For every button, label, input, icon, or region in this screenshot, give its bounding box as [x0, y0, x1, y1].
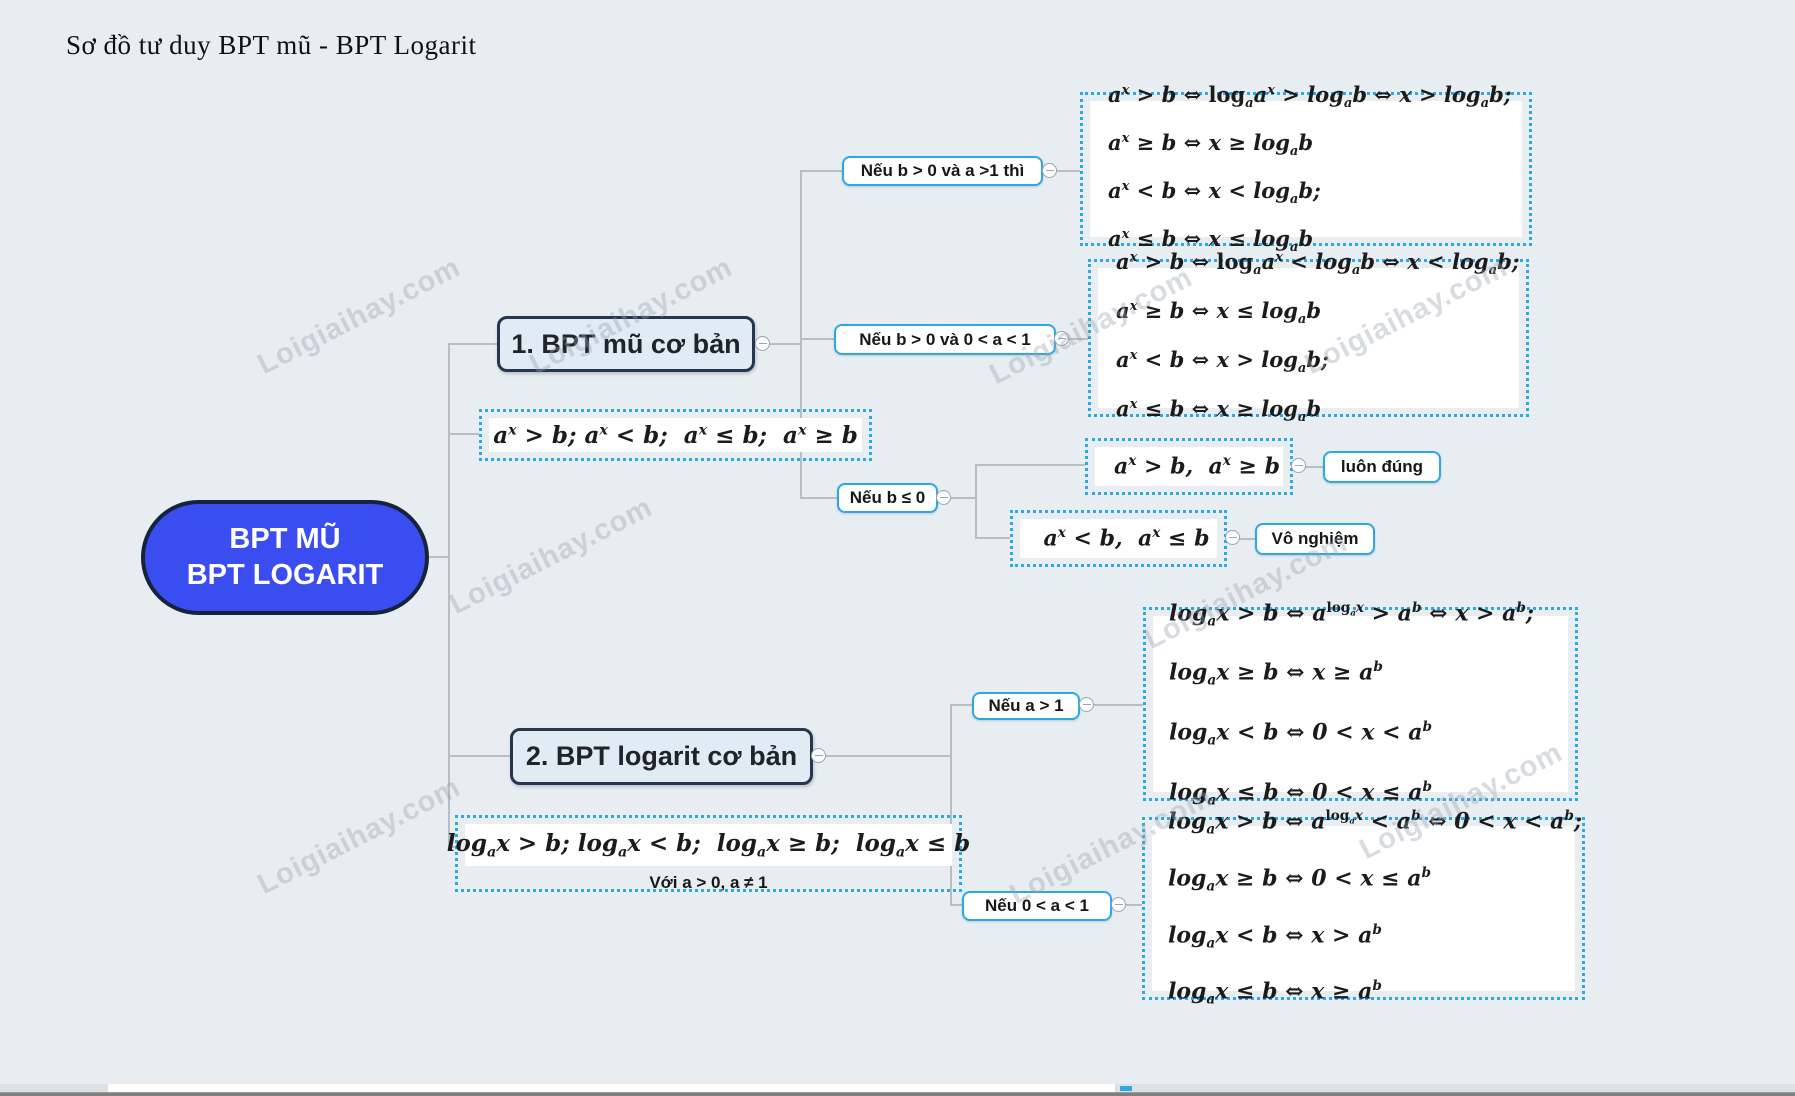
connector [938, 497, 976, 499]
page-title: Sơ đồ tư duy BPT mũ - BPT Logarit [66, 30, 477, 60]
collapse-toggle-case-b-le-0[interactable] [936, 490, 951, 505]
connector [800, 338, 834, 340]
watermark: Loigiaihay.com [252, 771, 466, 901]
collapse-toggle-case-a-01[interactable] [1054, 331, 1069, 346]
label-b-gt-0-a-gt-1[interactable]: Nếu b > 0 và a >1 thì [842, 156, 1043, 186]
formula-line: ax < b, ax ≤ b [1043, 525, 1210, 552]
formula-line: logax < b ⇔ x > ab [1168, 921, 1382, 952]
formula-line: ax < b ⇔ x < logab; [1108, 178, 1321, 208]
formula-line: ax ≤ b ⇔ x ≥ logab [1116, 396, 1322, 426]
box-no-solution-formula[interactable]: ax < b, ax ≤ b [1010, 510, 1227, 567]
label-b-le-0[interactable]: Nếu b ≤ 0 [837, 483, 938, 513]
label-always-true[interactable]: luôn đúng [1323, 451, 1441, 483]
collapse-toggle-log-a-gt-1[interactable] [1079, 697, 1094, 712]
formula-line: ax ≥ b ⇔ x ≤ logab [1116, 297, 1322, 327]
connector [975, 537, 1010, 539]
collapse-toggle-no-solution[interactable] [1225, 530, 1240, 545]
box-mu-forms[interactable]: ax > b; ax < b; ax ≤ b; ax ≥ b [479, 409, 872, 461]
formula-line: ax > b ⇔ logaax > logab ⇔ x > logab; [1108, 81, 1512, 111]
formula-line: ax > b, ax ≥ b [1113, 453, 1281, 480]
connector [1227, 538, 1255, 540]
formula-line: ax ≤ b ⇔ x ≤ logab [1108, 226, 1314, 256]
connector [1043, 170, 1080, 172]
box-always-true-formula[interactable]: ax > b, ax ≥ b [1085, 438, 1293, 495]
connector [448, 755, 510, 757]
formula-line: ax ≥ b ⇔ x ≥ logab [1108, 129, 1314, 159]
connector [800, 170, 802, 499]
connector [800, 497, 837, 499]
formula-line: ax > b ⇔ logaax < logab ⇔ x < logab; [1116, 248, 1520, 278]
formula-line: logax < b ⇔ 0 < x < ab [1169, 719, 1432, 749]
connector [755, 343, 800, 345]
connector [448, 343, 497, 345]
log-forms-note: Với a > 0, a ≠ 1 [649, 873, 768, 892]
label-0-a-1[interactable]: Nếu 0 < a < 1 [962, 891, 1112, 921]
label-no-solution[interactable]: Vô nghiệm [1255, 523, 1375, 555]
collapse-toggle-always-true[interactable] [1291, 458, 1306, 473]
horizontal-scrollbar-filled[interactable] [108, 1084, 1115, 1092]
connector [1293, 466, 1323, 468]
formula-line: logax ≤ b ⇔ 0 < x ≤ ab [1169, 778, 1432, 809]
log-forms-text: logax > b; logax < b; logax ≥ b; logax ≤… [446, 829, 971, 861]
bottom-frame-border [0, 1092, 1795, 1096]
mu-forms-text: ax > b; ax < b; ax ≤ b; ax ≥ b [493, 421, 858, 449]
collapse-toggle-log-a-01[interactable] [1111, 897, 1126, 912]
connector [800, 170, 842, 172]
label-text: Vô nghiệm [1271, 529, 1359, 548]
label-text: Nếu a > 1 [988, 696, 1064, 715]
node-bpt-logarit[interactable]: 2. BPT logarit cơ bản [510, 728, 813, 785]
root-node-line2: BPT LOGARIT [186, 558, 384, 591]
label-text: Nếu 0 < a < 1 [985, 896, 1089, 915]
formula-line: ax < b ⇔ x > logab; [1116, 347, 1329, 377]
connector [448, 846, 460, 848]
watermark: Loigiaihay.com [252, 251, 466, 381]
connector [975, 464, 1085, 466]
formula-line: logax ≤ b ⇔ x ≥ ab [1168, 978, 1382, 1008]
collapse-toggle-bpt-mu[interactable] [755, 336, 770, 351]
connector [813, 755, 950, 757]
connector [950, 704, 952, 905]
formula-line: logax > b ⇔ alogax > ab ⇔ x > ab; [1169, 599, 1534, 630]
connector [448, 433, 479, 435]
formula-line: logax ≥ b ⇔ 0 < x ≤ ab [1168, 864, 1431, 895]
box-mu-a-01[interactable]: ax > b ⇔ logaax < logab ⇔ x < logab; ax … [1088, 249, 1529, 425]
label-b-gt-0-a-01[interactable]: Nếu b > 0 và 0 < a < 1 [834, 324, 1056, 355]
box-log-a-01[interactable]: logax > b ⇔ alogax < ab ⇔ 0 < x < ab; lo… [1142, 808, 1585, 1008]
node-bpt-mu[interactable]: 1. BPT mũ cơ bản [497, 316, 755, 372]
root-node-line1: BPT MŨ [229, 523, 341, 556]
node-bpt-mu-label: 1. BPT mũ cơ bản [511, 328, 741, 359]
connector [1112, 904, 1142, 906]
formula-line: logax ≥ b ⇔ x ≥ ab [1169, 659, 1383, 689]
root-node[interactable]: BPT MŨ BPT LOGARIT [141, 500, 429, 615]
label-text: Nếu b > 0 và a >1 thì [860, 161, 1025, 180]
collapse-toggle-bpt-logarit[interactable] [811, 748, 826, 763]
connector [950, 904, 962, 906]
collapse-toggle-case-a-gt-1[interactable] [1042, 163, 1057, 178]
box-log-forms[interactable]: logax > b; logax < b; logax ≥ b; logax ≤… [447, 815, 970, 892]
connector [448, 343, 450, 848]
box-mu-a-gt-1[interactable]: ax > b ⇔ logaax > logab ⇔ x > logab; ax … [1080, 82, 1532, 255]
horizontal-scrollbar-thumb[interactable] [1120, 1086, 1132, 1091]
connector [950, 704, 972, 706]
formula-line: logax > b ⇔ alogax < ab ⇔ 0 < x < ab; [1168, 808, 1583, 838]
node-bpt-logarit-label: 2. BPT logarit cơ bản [525, 741, 798, 771]
label-text: Nếu b > 0 và 0 < a < 1 [859, 329, 1031, 349]
label-text: luôn đúng [1340, 457, 1424, 476]
connector [1056, 338, 1088, 340]
label-text: Nếu b ≤ 0 [849, 488, 926, 507]
watermark: Loigiaihay.com [444, 491, 658, 621]
connector [429, 556, 449, 558]
connector [975, 464, 977, 538]
box-log-a-gt-1[interactable]: logax > b ⇔ alogax > ab ⇔ x > ab; logax … [1143, 600, 1578, 808]
connector [1080, 704, 1143, 706]
label-a-gt-1[interactable]: Nếu a > 1 [972, 692, 1080, 720]
